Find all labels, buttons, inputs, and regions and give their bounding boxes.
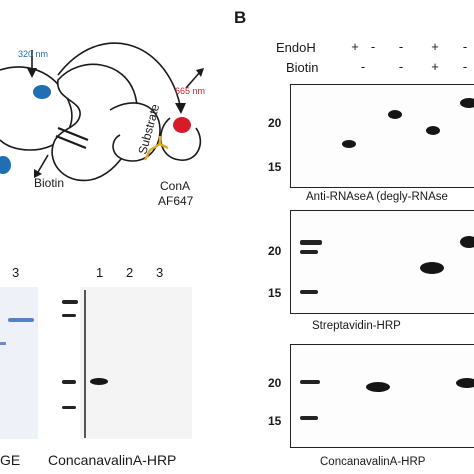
endoh-sign-5: - bbox=[462, 39, 468, 54]
sds-page-gel bbox=[0, 287, 38, 439]
ladder-band bbox=[300, 290, 318, 294]
cona-left-caption: ConcanavalinA-HRP bbox=[48, 452, 177, 468]
ladder-band bbox=[62, 300, 78, 304]
gel-lane-3: 3 bbox=[12, 265, 20, 280]
ladder-band bbox=[62, 380, 76, 384]
cona-blot-left bbox=[80, 287, 192, 439]
donor-fluorophore bbox=[33, 85, 51, 99]
blot1-band bbox=[342, 140, 356, 148]
ladder-band bbox=[300, 380, 320, 384]
cona-body bbox=[159, 117, 202, 161]
schematic-diagram: Substrate 320 nm 665 nm Biotin ConA AF64… bbox=[0, 42, 205, 208]
ladder-band bbox=[62, 406, 76, 409]
wavelength-out: 665 nm bbox=[175, 86, 205, 96]
glycan bbox=[143, 136, 169, 161]
biotin-label: Biotin bbox=[34, 176, 64, 190]
blot2-band bbox=[460, 236, 474, 248]
endoh-sign-4: + bbox=[431, 39, 439, 54]
blot3-band bbox=[366, 382, 390, 392]
ladder-band bbox=[300, 250, 318, 254]
cona-lane-2: 2 bbox=[126, 265, 134, 280]
gel-band-2 bbox=[0, 342, 6, 345]
blot1-band bbox=[388, 110, 402, 119]
cona-label: ConA bbox=[160, 179, 190, 193]
ladder-band bbox=[300, 416, 318, 420]
streptavidin-blot bbox=[290, 210, 474, 314]
gel-caption: GE bbox=[0, 452, 21, 468]
anti-rnase-blot bbox=[290, 84, 474, 188]
blot2-mw-15: 15 bbox=[268, 286, 282, 300]
substrate-blob bbox=[109, 102, 161, 162]
ladder-band bbox=[300, 240, 322, 245]
biotin-row-label: Biotin bbox=[286, 60, 319, 75]
blot3-caption: ConcanavalinA-HRP bbox=[320, 456, 426, 468]
blot1-mw-20: 20 bbox=[268, 116, 282, 130]
donor-fluorophore-2 bbox=[0, 156, 11, 174]
blot1-caption: Anti-RNAseA (degly-RNAse bbox=[306, 191, 448, 203]
cona-lane-1: 1 bbox=[96, 265, 104, 280]
blot3-band bbox=[456, 378, 474, 388]
acceptor-fluorophore bbox=[173, 117, 191, 133]
blot1-band bbox=[460, 98, 474, 108]
cona-blot-left-edge bbox=[84, 290, 86, 438]
blot3-mw-15: 15 bbox=[268, 414, 282, 428]
ladder-band bbox=[62, 314, 76, 317]
panel-b-label: B bbox=[234, 8, 247, 27]
gel-band bbox=[8, 318, 34, 322]
cona-lane-3: 3 bbox=[156, 265, 164, 280]
biotin-sign-2: - bbox=[398, 59, 404, 74]
biotin-sign-3: + bbox=[431, 59, 439, 74]
cona-blot-right bbox=[290, 344, 474, 448]
endoh-sign-3: - bbox=[398, 39, 404, 54]
endoh-row-label: EndoH bbox=[276, 40, 316, 55]
blot3-mw-20: 20 bbox=[268, 376, 282, 390]
wavelength-in: 320 nm bbox=[18, 49, 48, 59]
biotin-sign-4: - bbox=[462, 59, 468, 74]
biotin-sign-1: - bbox=[360, 59, 366, 74]
blot1-mw-15: 15 bbox=[268, 160, 282, 174]
blot2-mw-20: 20 bbox=[268, 244, 282, 258]
endoh-sign-2: - bbox=[370, 39, 376, 54]
blot2-band bbox=[420, 262, 444, 274]
cona-af647-label: AF647 bbox=[158, 194, 194, 208]
endoh-sign-1: + bbox=[351, 39, 359, 54]
blot1-band bbox=[426, 126, 440, 135]
cona-blot-band bbox=[90, 378, 108, 385]
blot2-caption: Streptavidin-HRP bbox=[312, 320, 401, 332]
